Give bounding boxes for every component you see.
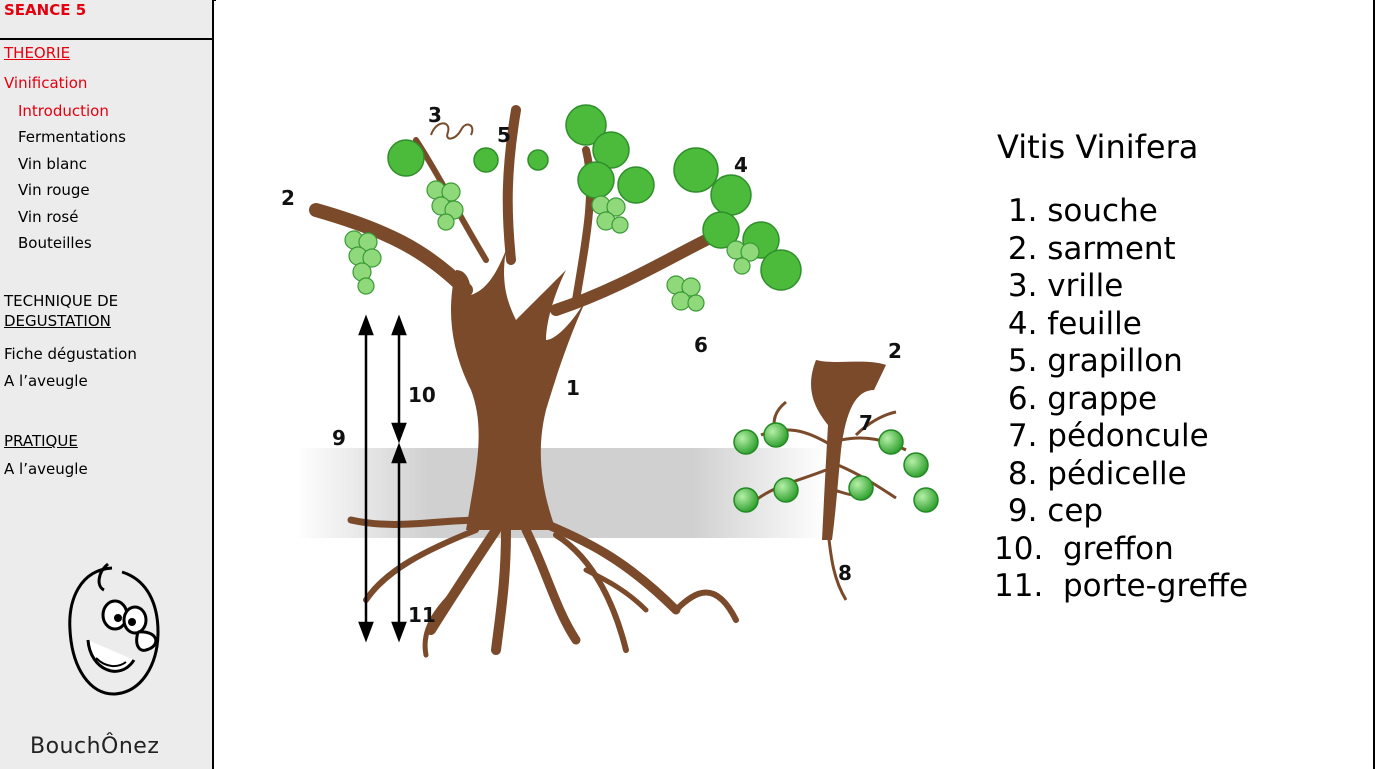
label-8: 8 <box>838 561 852 585</box>
nav-item-vin-rouge[interactable]: Vin rouge <box>18 181 90 199</box>
legend-item: 3. vrille <box>998 268 1248 306</box>
label-9: 9 <box>332 426 346 450</box>
legend-item: 2. sarment <box>998 231 1248 269</box>
nav-item-introduction[interactable]: Introduction <box>18 102 109 120</box>
nav-item-fiche-degustation[interactable]: Fiche dégustation <box>4 345 137 363</box>
label-3: 3 <box>428 103 442 127</box>
legend-item: 1. souche <box>998 193 1248 231</box>
legend-list: 1. souche 2. sarment 3. vrille 4. feuill… <box>998 193 1248 606</box>
nav-link-vinification[interactable]: Vinification <box>4 74 87 92</box>
legend-item: 5. grapillon <box>998 343 1248 381</box>
sidebar: SEANCE 5 THEORIE Vinification Introducti… <box>0 0 214 769</box>
sidebar-divider <box>0 38 212 40</box>
legend-item: 4. feuille <box>998 306 1248 344</box>
main-content: 1 2 3 4 5 6 2 7 8 9 10 11 Vitis Vinifera… <box>216 0 1375 769</box>
vine-diagram: 1 2 3 4 5 6 2 7 8 9 10 11 <box>256 90 946 710</box>
nav-item-fermentations[interactable]: Fermentations <box>18 128 126 146</box>
nav-item-aveugle-theory[interactable]: A l’aveugle <box>4 372 88 390</box>
nav-heading-technique: TECHNIQUE DE <box>4 292 118 310</box>
nav-item-vin-blanc[interactable]: Vin blanc <box>18 155 87 173</box>
label-6: 6 <box>694 333 708 357</box>
mascot-face-icon <box>60 560 170 700</box>
label-11: 11 <box>408 603 436 627</box>
legend-title: Vitis Vinifera <box>997 128 1198 166</box>
label-5: 5 <box>497 123 511 147</box>
brand-logo-text: BouchÔnez <box>30 734 159 759</box>
nav-link-theorie[interactable]: THEORIE <box>4 44 70 62</box>
legend-item: 7. pédoncule <box>998 418 1248 456</box>
legend-item: 11. porte-greffe <box>994 568 1248 606</box>
legend-item: 6. grappe <box>998 381 1248 419</box>
label-10: 10 <box>408 383 436 407</box>
nav-item-aveugle-pratique[interactable]: A l’aveugle <box>4 460 88 478</box>
nav-link-pratique[interactable]: PRATIQUE <box>4 432 78 450</box>
label-2: 2 <box>281 186 295 210</box>
nav-item-bouteilles[interactable]: Bouteilles <box>18 234 92 252</box>
label-4: 4 <box>734 153 748 177</box>
label-2b: 2 <box>888 339 902 363</box>
legend-item: 9. cep <box>998 493 1248 531</box>
nav-link-degustation[interactable]: DEGUSTATION <box>4 312 111 330</box>
session-title: SEANCE 5 <box>4 1 86 19</box>
label-1: 1 <box>566 376 580 400</box>
legend-item: 10. greffon <box>994 531 1248 569</box>
roots <box>351 520 736 655</box>
legend-item: 8. pédicelle <box>998 456 1248 494</box>
nav-item-vin-rose[interactable]: Vin rosé <box>18 208 78 226</box>
label-7: 7 <box>859 411 873 435</box>
